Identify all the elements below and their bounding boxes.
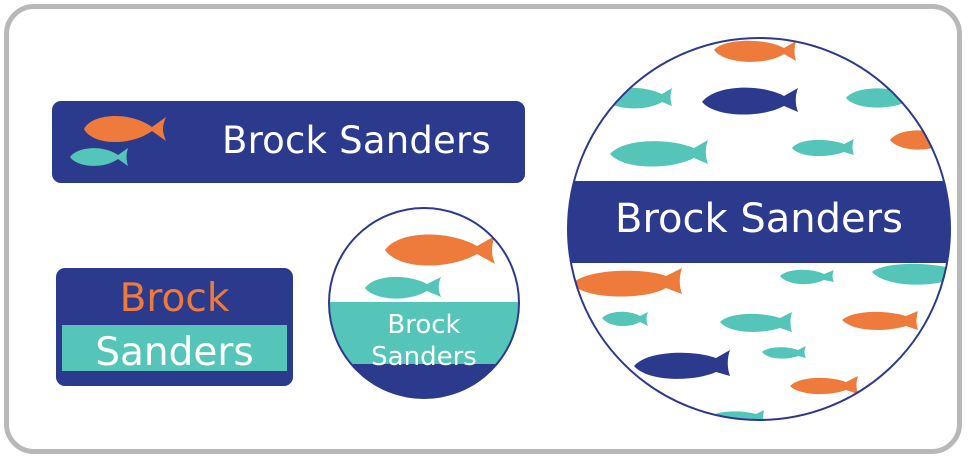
fish-icon <box>872 263 950 285</box>
label-name-text: Brock Sanders <box>615 196 903 242</box>
fish-icon <box>714 40 796 62</box>
label-first-name: Brock <box>119 276 230 321</box>
label-circle-large[interactable]: Brock Sanders <box>566 36 952 422</box>
fish-icon <box>792 139 854 157</box>
fish-icon <box>610 140 708 167</box>
fish-icon <box>602 311 648 327</box>
fish-icon <box>842 311 918 330</box>
fish-icon <box>702 87 798 115</box>
label-last-name: Sanders <box>371 342 477 372</box>
fish-icon <box>762 346 806 359</box>
fish-icon <box>790 376 858 395</box>
label-circle-small-bg <box>328 207 520 399</box>
label-rectangle-small[interactable]: Brock Sanders <box>56 268 293 386</box>
fish-icon <box>385 234 495 266</box>
fish-icon <box>70 148 128 166</box>
label-rectangle-large[interactable]: Brock Sanders <box>52 101 525 183</box>
fish-icon <box>780 269 834 285</box>
fish-icon <box>634 350 730 379</box>
fish-icon <box>572 268 682 297</box>
label-circle-small[interactable]: Brock Sanders <box>327 206 521 400</box>
label-rectangle-small-bg <box>56 268 293 386</box>
fish-icon <box>720 312 792 332</box>
fish-icon <box>708 410 764 420</box>
fish-icon <box>84 115 166 143</box>
label-circle-large-bg <box>567 37 951 421</box>
label-name-text: Brock Sanders <box>222 119 491 162</box>
label-rectangle-large-bg <box>52 101 525 183</box>
fish-icon <box>365 276 441 299</box>
label-first-name: Brock <box>387 310 461 340</box>
label-last-name: Sanders <box>95 330 254 375</box>
